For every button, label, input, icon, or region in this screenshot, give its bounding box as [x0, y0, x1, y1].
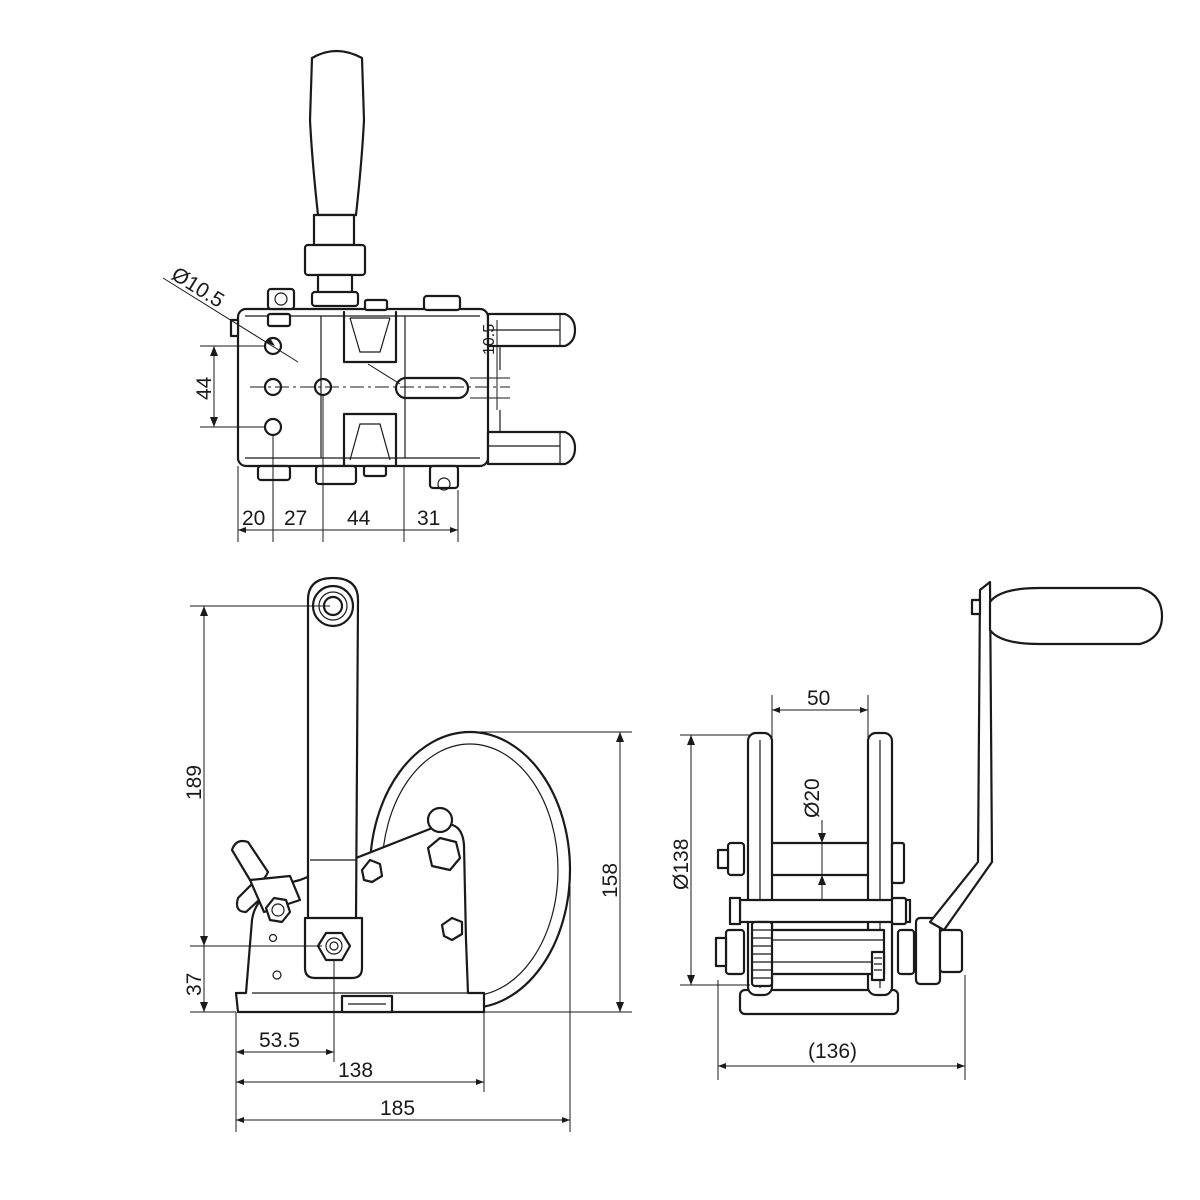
- gear-shaft: [758, 928, 886, 976]
- bottom-nut: [314, 464, 358, 486]
- right-lower-flange: [486, 430, 577, 466]
- bottom-nut: [256, 464, 292, 482]
- front-handle-arm: [306, 576, 360, 922]
- dim-overall-length: 185: [380, 1097, 415, 1120]
- dim-drum-diameter: Ø138: [670, 839, 693, 890]
- lower-recess: [342, 412, 398, 468]
- dim-flange-gap: 50: [807, 687, 830, 710]
- pivot-nut: [316, 931, 352, 962]
- dim-base-height: 37: [183, 973, 206, 996]
- dim-31: 31: [417, 507, 440, 530]
- front-view: 189 37 158 53.5 138 185: [183, 576, 632, 1132]
- housing-bolt: [440, 916, 464, 942]
- dim-drum-height: 158: [599, 863, 622, 898]
- dim-overall-height: 189: [183, 765, 206, 800]
- dim-44: 44: [347, 507, 371, 530]
- dim-20: 20: [242, 507, 265, 530]
- top-bolt-head: [422, 294, 462, 312]
- dim-hole-diameter: Ø10.5: [167, 263, 228, 313]
- side-base: [738, 988, 900, 1016]
- top-handle-nut: [303, 243, 367, 277]
- crank-hub: [914, 916, 942, 986]
- dim-overall-width: (136): [808, 1040, 857, 1063]
- mount-slot: [394, 376, 470, 400]
- upper-recess: [342, 310, 398, 364]
- bottom-nut: [428, 464, 460, 490]
- dim-slot-width: 10.5: [481, 324, 498, 355]
- dim-pivot-offset: 53.5: [259, 1029, 300, 1052]
- housing-bolt: [426, 836, 462, 872]
- side-view: 50 Ø20 Ø138 (136): [670, 580, 1164, 1080]
- side-handle-grip: [988, 586, 1164, 646]
- dim-hole-spacing: 44: [193, 376, 216, 400]
- crank-arm: [928, 580, 994, 932]
- dim-27: 27: [284, 507, 307, 530]
- top-view: Ø10.5 44 10.5 20 27 44 31: [162, 49, 577, 542]
- top-handle-grip: [308, 49, 366, 217]
- side-shaft: [738, 898, 912, 924]
- top-handle-collar: [312, 213, 356, 247]
- mount-hole: [263, 417, 283, 437]
- top-bolt-head: [266, 287, 296, 311]
- dim-shaft-diameter: Ø20: [801, 778, 824, 818]
- housing-bolt: [360, 858, 384, 884]
- dim-base-length: 138: [338, 1059, 373, 1082]
- pawl-nut: [264, 896, 292, 924]
- wing-nut: [230, 839, 270, 883]
